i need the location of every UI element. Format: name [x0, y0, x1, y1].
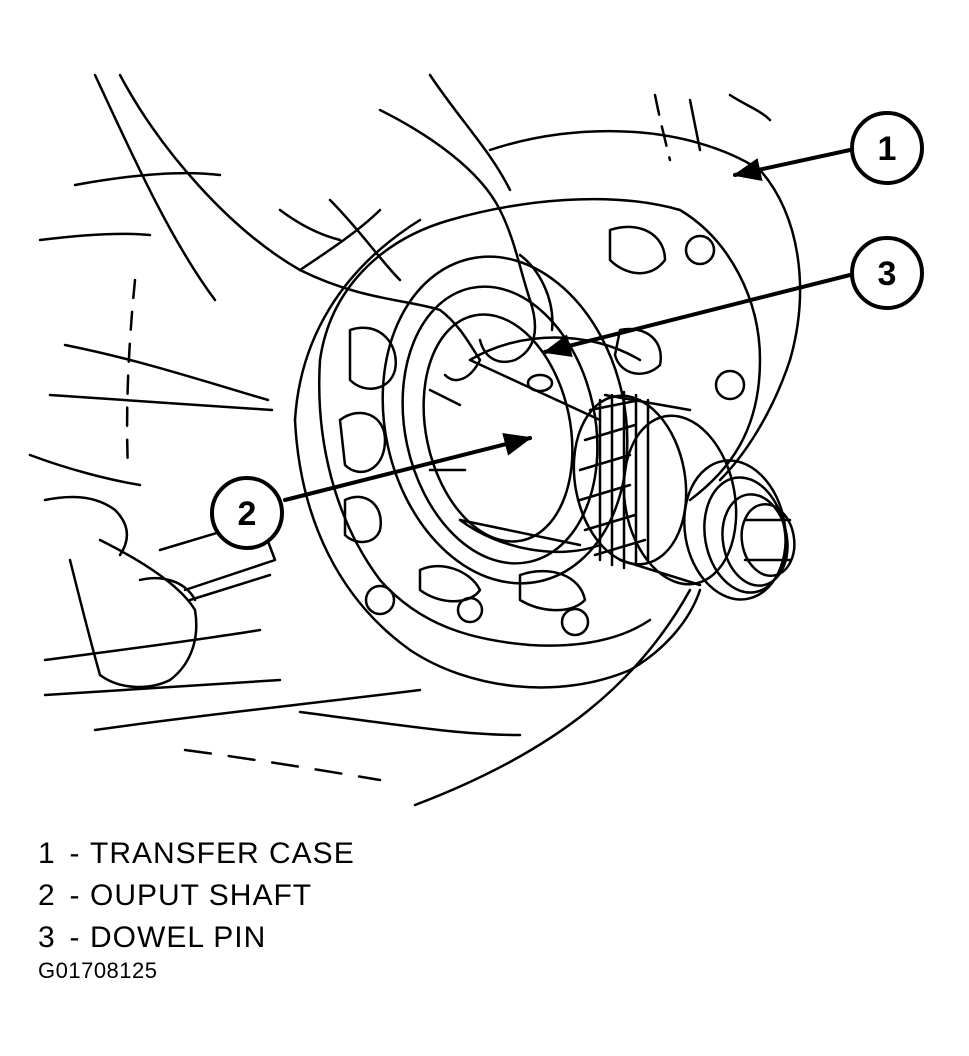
leader-lines [283, 148, 852, 502]
legend: 1-TRANSFER CASE 2-OUPUT SHAFT 3-DOWEL PI… [38, 833, 355, 959]
svg-text:2: 2 [238, 495, 257, 533]
transfer-case-illustration: 1 3 2 [28, 73, 924, 807]
callout-2: 2 [210, 476, 284, 550]
output-shaft [458, 336, 642, 554]
svg-text:1: 1 [878, 130, 897, 168]
legend-item-output-shaft: 2-OUPUT SHAFT [38, 879, 313, 912]
svg-text:3: 3 [878, 255, 897, 293]
case-body-lines [28, 73, 692, 807]
legend-item-transfer-case: 1-TRANSFER CASE [38, 837, 355, 870]
transfer-case-housing [293, 93, 802, 689]
figure-id: G01708125 [38, 958, 158, 983]
callout-1: 1 [850, 111, 924, 185]
upper-hand [118, 73, 554, 382]
legend-item-dowel-pin: 3-DOWEL PIN [38, 921, 267, 954]
shaft-end [683, 459, 796, 601]
splined-gear [572, 390, 738, 587]
callout-3: 3 [850, 236, 924, 310]
flange-plate [318, 197, 762, 647]
